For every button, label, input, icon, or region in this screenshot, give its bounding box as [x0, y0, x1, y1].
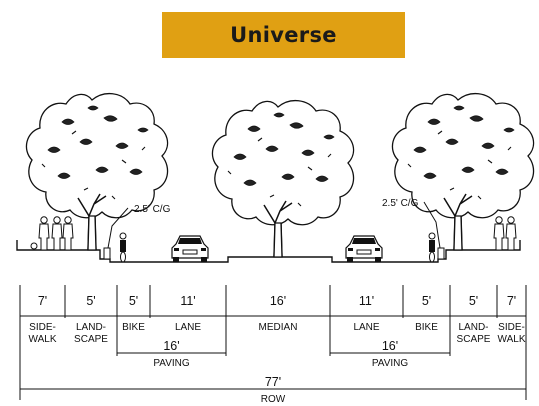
segment-dimension: 11'	[180, 294, 195, 308]
car-icon	[171, 235, 209, 263]
segment-label: WALK	[498, 334, 526, 345]
segment-dimension: 16'	[270, 294, 286, 308]
pedestrian-icon	[51, 216, 63, 251]
paving-dimension: 16'	[382, 339, 398, 353]
paving-dimension: 16'	[163, 339, 179, 353]
right-curb	[437, 247, 445, 260]
pedestrian-icon	[505, 216, 517, 251]
curb-callout-left: 2.5' C/G	[134, 204, 171, 215]
segment-label: BIKE	[415, 322, 438, 333]
segment-label: LANE	[175, 322, 201, 333]
segment-label: SCAPE	[74, 334, 108, 345]
pedestrian-icon	[493, 216, 505, 251]
car-icon	[345, 235, 383, 263]
row-dimension: 77'	[265, 375, 281, 389]
segment-dimension: 5'	[422, 294, 431, 308]
dimension-lines: 7'SIDE-WALK5'LAND-SCAPE5'BIKE11'LANE16'M…	[19, 285, 527, 405]
dog-icon	[30, 242, 38, 250]
segment-dimension: 7'	[507, 294, 516, 308]
row-label: ROW	[261, 394, 286, 405]
pedestrian-icon	[62, 216, 74, 251]
segment-label: LAND-	[458, 322, 488, 333]
paving-label: PAVING	[372, 358, 409, 369]
segment-label: SIDE-	[498, 322, 525, 333]
segment-dimension: 5'	[86, 294, 95, 308]
segment-label: BIKE	[122, 322, 145, 333]
segment-dimension: 11'	[359, 294, 374, 308]
pedestrian-icon	[38, 216, 50, 251]
segment-label: LAND-	[76, 322, 106, 333]
cyclist-icon	[428, 232, 436, 263]
segment-dimension: 5'	[129, 294, 138, 308]
segment-label: LANE	[353, 322, 379, 333]
segment-label: WALK	[29, 334, 57, 345]
tree-median-icon	[211, 99, 355, 258]
segment-dimension: 5'	[469, 294, 478, 308]
left-curb	[103, 247, 111, 260]
segment-label: SIDE-	[29, 322, 56, 333]
segment-label: MEDIAN	[259, 322, 298, 333]
paving-label: PAVING	[153, 358, 190, 369]
segment-dimension: 7'	[38, 294, 47, 308]
segment-label: SCAPE	[457, 334, 491, 345]
curb-callout-right: 2.5' C/G	[382, 198, 419, 209]
cyclist-icon	[119, 232, 127, 263]
diagram-title: Universe	[230, 23, 337, 47]
title-banner: Universe	[162, 12, 405, 58]
